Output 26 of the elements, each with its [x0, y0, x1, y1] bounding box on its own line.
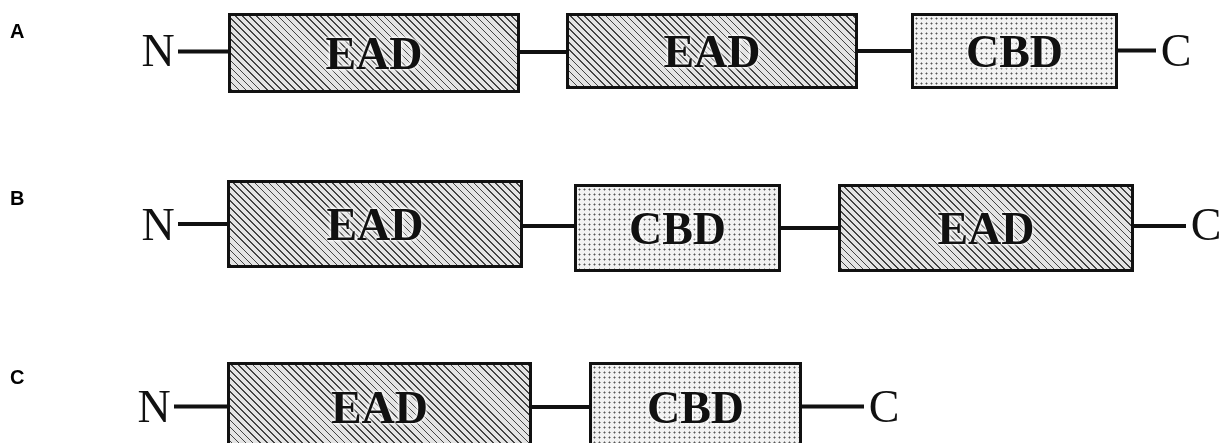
domain-label: CBD [628, 201, 727, 255]
linker-line [532, 405, 589, 409]
terminus-label: C [864, 378, 904, 434]
dotted-domain-box [911, 13, 1118, 89]
linker-line [174, 404, 227, 409]
linker-line [178, 222, 227, 226]
terminus-label: N [138, 196, 178, 252]
dotted-domain-box [589, 362, 802, 443]
terminus-label: C [1186, 196, 1226, 252]
terminus-label: N [134, 378, 174, 434]
linker-line [781, 226, 838, 230]
linker-line [520, 50, 566, 54]
linker-line [523, 224, 574, 228]
domain-label: CBD [965, 24, 1064, 78]
linker-line [178, 49, 228, 54]
panel-letter: B [10, 187, 25, 210]
linker-line [858, 49, 911, 53]
linker-line [1118, 48, 1156, 53]
panel-letter: C [10, 366, 25, 389]
panel-letter: A [10, 20, 25, 43]
domain-label: CBD [646, 380, 745, 434]
dotted-domain-box [574, 184, 781, 272]
terminus-label: C [1156, 22, 1196, 78]
linker-line [802, 404, 864, 409]
linker-line [1134, 224, 1186, 228]
terminus-label: N [138, 22, 178, 78]
